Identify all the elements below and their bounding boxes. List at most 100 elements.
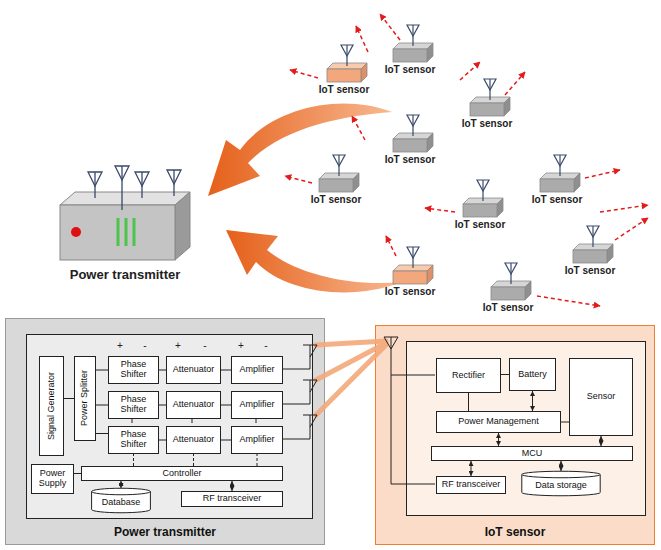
connector-line <box>601 436 602 446</box>
connector-line <box>96 370 108 371</box>
connector-line <box>64 398 74 399</box>
block-label: Amplifier <box>239 435 274 445</box>
block-box: Amplifier <box>231 391 283 419</box>
connector-line <box>221 440 231 441</box>
block-label: Attenuator <box>173 435 215 445</box>
polarity-sign: + <box>238 340 244 351</box>
block-label: Power Supply <box>32 469 73 489</box>
figure-label: IoT sensor <box>311 194 362 205</box>
block-label: Signal Generator <box>47 372 57 440</box>
block-label: Amplifier <box>239 365 274 375</box>
sensor-device <box>393 115 433 152</box>
block-box: Phase Shifter <box>108 426 159 454</box>
block-box: RF transceiver <box>181 491 283 507</box>
block-box: Power Splitter <box>74 356 96 441</box>
connector-line <box>133 454 134 466</box>
block-label: Attenuator <box>173 365 215 375</box>
block-box: Attenuator <box>166 391 221 419</box>
block-box: Sensor <box>569 358 633 436</box>
system-panel: Power transmitterSignal GeneratorPower S… <box>5 318 325 545</box>
connector-line <box>232 481 233 491</box>
block-label: Phase Shifter <box>109 430 158 450</box>
block-box: Attenuator <box>166 356 221 384</box>
connector-line <box>471 461 472 476</box>
block-label: RF transceiver <box>442 480 501 490</box>
figure-label: IoT sensor <box>565 265 616 276</box>
block-label: Database <box>102 498 141 508</box>
block-box: Power Supply <box>31 464 74 494</box>
figure-label: IoT sensor <box>385 64 436 75</box>
power-arrow <box>208 103 392 196</box>
block-label: Battery <box>518 370 547 380</box>
panel-title: Power transmitter <box>114 526 216 539</box>
block-box: Signal Generator <box>39 356 64 456</box>
block-box: Phase Shifter <box>108 356 159 384</box>
storage-cylinder: Data storage <box>521 471 601 496</box>
polarity-sign: + <box>175 340 181 351</box>
block-label: Phase Shifter <box>109 360 158 380</box>
sensor-device <box>393 247 433 284</box>
power-arrow <box>226 230 402 292</box>
block-label: Rectifier <box>452 371 485 381</box>
block-label: Amplifier <box>239 400 274 410</box>
block-label: Power Management <box>458 417 539 427</box>
connector-line <box>468 393 469 411</box>
connector-line <box>159 405 166 406</box>
figure-label: IoT sensor <box>462 118 513 129</box>
connector-line <box>159 440 166 441</box>
sensor-device <box>491 263 531 300</box>
sensor-device <box>327 45 367 82</box>
figure-label: IoT sensor <box>483 302 534 313</box>
connector-line <box>221 405 231 406</box>
block-label: RF transceiver <box>203 494 262 504</box>
block-box: MCU <box>431 446 633 461</box>
connector-line <box>193 454 194 466</box>
connector-line <box>74 473 81 474</box>
sensor-device <box>540 155 580 192</box>
polarity-sign: + <box>117 340 123 351</box>
connector-line <box>532 391 533 411</box>
figure-label: IoT sensor <box>385 154 436 165</box>
block-box: Battery <box>509 358 556 391</box>
connector-line <box>121 481 122 488</box>
figure-label: Power transmitter <box>70 268 181 282</box>
block-box: Amplifier <box>231 426 283 454</box>
sensor-device <box>393 25 433 62</box>
connector-line <box>498 433 499 446</box>
sensor-device <box>463 180 503 217</box>
sensor-device <box>319 155 359 192</box>
sensor-device <box>573 226 613 263</box>
connector-line <box>257 454 258 466</box>
polarity-sign: - <box>203 340 206 351</box>
antenna-symbols <box>132 337 435 484</box>
figure-label: IoT sensor <box>532 194 583 205</box>
sensor-device <box>470 79 510 116</box>
block-box: Power Management <box>436 411 561 433</box>
connector-line <box>96 405 108 406</box>
system-panel: IoT sensor Rectifier BatterySensorPower Ma… <box>375 325 655 545</box>
block-box: Phase Shifter <box>108 391 159 419</box>
block-label: Phase Shifter <box>109 395 158 415</box>
storage-cylinder: Database <box>91 488 151 513</box>
connector-line <box>501 374 509 375</box>
block-box: Amplifier <box>231 356 283 384</box>
block-label: Attenuator <box>173 400 215 410</box>
connector-line <box>561 461 562 471</box>
connector-line <box>221 370 231 371</box>
panel-title: IoT sensor <box>485 526 546 539</box>
block-label: MCU <box>522 449 543 459</box>
block-label: Sensor <box>587 392 616 402</box>
figure-label: IoT sensor <box>385 286 436 297</box>
connector-line <box>96 433 108 434</box>
block-box: Controller <box>81 466 283 481</box>
connector-line <box>561 422 569 423</box>
block-box: RF transceiver <box>436 476 506 494</box>
power-beams <box>316 341 386 415</box>
block-label: Controller <box>162 469 201 479</box>
transmitter-device <box>60 166 190 260</box>
emission-arrows <box>285 14 648 306</box>
block-box: Rectifier <box>436 358 501 393</box>
polarity-sign: - <box>264 340 267 351</box>
block-box: Attenuator <box>166 426 221 454</box>
figure-label: IoT sensor <box>319 84 370 95</box>
